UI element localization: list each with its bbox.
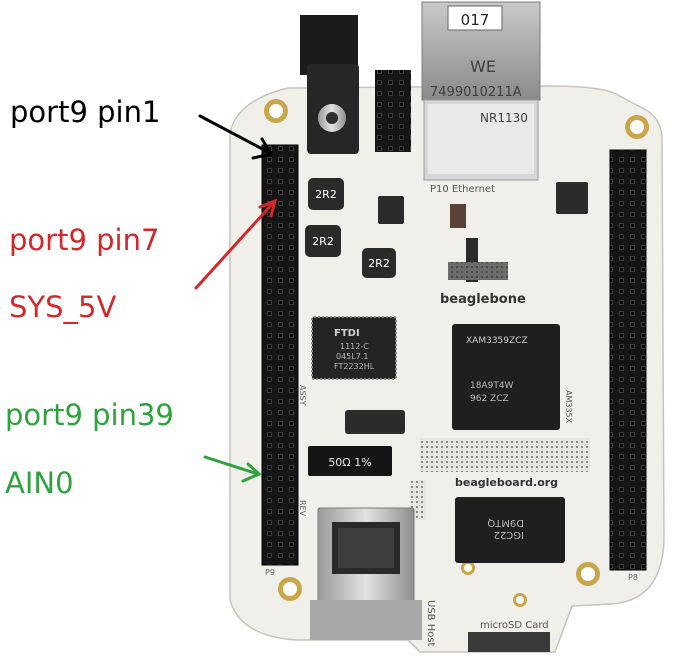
p8-silk-text: P8 — [628, 573, 638, 582]
inductors — [305, 178, 396, 278]
usb-host-connector — [310, 507, 422, 640]
jack-brand-text: WE — [470, 57, 496, 76]
microsd-silk-text: microSD Card — [480, 620, 549, 631]
ethernet-silk-text: P10 Ethernet — [430, 184, 495, 195]
inductor-1-label: 2R2 — [315, 188, 337, 201]
cpu-line-1: XAM3359ZCZ — [466, 336, 528, 346]
mounting-holes — [264, 99, 649, 607]
ftdi-line-3: FT2232HL — [334, 362, 375, 371]
cpu-line-2: 18A9T4W — [470, 381, 514, 391]
inductor-2-label: 2R2 — [312, 235, 334, 248]
p8-header — [609, 149, 647, 571]
sdram-line-2: D9MTQ — [487, 517, 524, 528]
small-header — [375, 70, 411, 152]
assy-silk-text: ASSY — [298, 385, 307, 406]
sdram-chip — [455, 497, 565, 563]
resistor-label: 50Ω 1% — [328, 456, 371, 469]
sdram-line-1: IGC22 — [494, 529, 524, 540]
rev-silk-text: REV — [298, 500, 307, 517]
label-ain0: AIN0 — [5, 466, 74, 500]
ftdi-chip — [311, 316, 397, 380]
arrow-pin7 — [194, 198, 278, 290]
label-port9-pin39: port9 pin39 — [5, 398, 174, 432]
label-port9-pin1: port9 pin1 — [10, 95, 161, 129]
ftdi-line-2: 045L7.1 — [336, 352, 368, 361]
shunt-resistor — [308, 446, 392, 476]
p9-header — [261, 144, 299, 566]
ethernet-jack — [421, 1, 541, 181]
arrow-pin1 — [198, 114, 274, 160]
label-port9-pin7: port9 pin7 — [9, 223, 160, 257]
microsd-slot — [468, 632, 550, 652]
am335x-silk-text: AM335X — [564, 390, 573, 424]
beaglebone-brand-text: beaglebone — [440, 292, 526, 307]
ftdi-line-1: 1112-C — [340, 342, 369, 351]
ftdi-logo-text: FTDI — [334, 328, 360, 339]
usb-silk-text: USB Host — [425, 600, 436, 647]
pin-field — [420, 438, 590, 472]
p9-silk-text: P9 — [265, 568, 275, 577]
inductor-3-label: 2R2 — [368, 257, 390, 270]
dc-power-jack — [300, 15, 359, 154]
cpu-chip — [452, 324, 560, 430]
arrow-pin39 — [203, 455, 262, 483]
label-sys-5v: SYS_5V — [9, 290, 117, 324]
beagleboard-brand-text: beagleboard.org — [455, 476, 558, 489]
ethernet-label-text: 017 — [461, 11, 490, 29]
cpu-line-3: 962 ZCZ — [470, 394, 509, 404]
jack-code-text: NR1130 — [480, 111, 528, 125]
jack-part-text: 7499010211A — [430, 85, 522, 100]
